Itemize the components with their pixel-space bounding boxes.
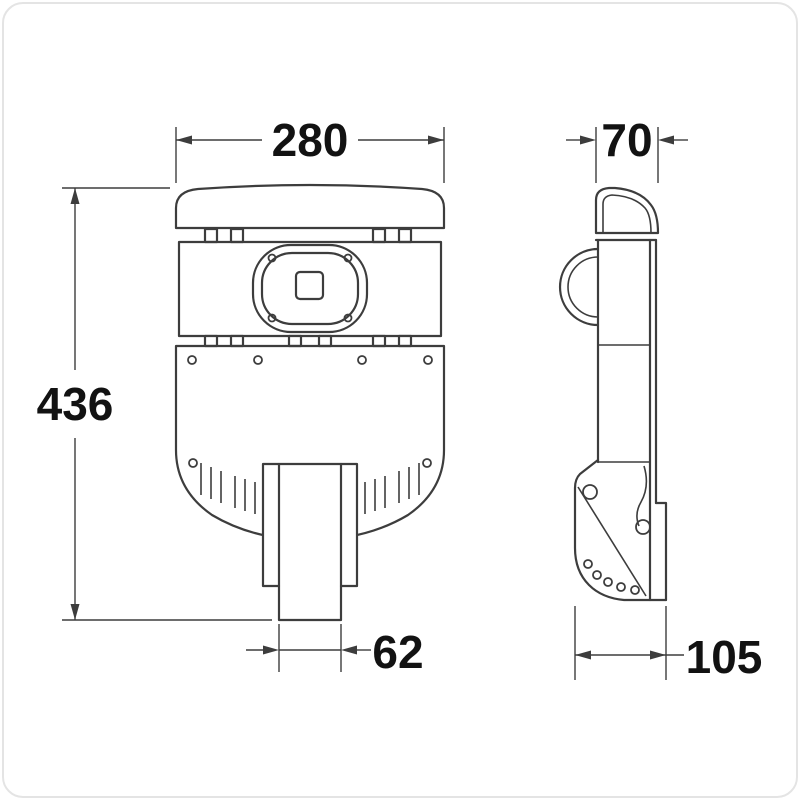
dim-label-front-width: 280 bbox=[272, 114, 349, 166]
front-view bbox=[174, 183, 446, 622]
mounting-tabs-upper bbox=[203, 227, 413, 244]
side-view bbox=[558, 186, 668, 602]
sensor-bezel bbox=[251, 243, 369, 334]
mounting-tabs-lower bbox=[203, 334, 413, 348]
driver-compartment bbox=[177, 240, 443, 338]
pole-clamp-bracket bbox=[573, 458, 668, 602]
dimension-overall-height: 436 bbox=[37, 187, 272, 621]
dimension-front-width: 280 bbox=[175, 114, 445, 183]
vent-slots-right bbox=[364, 463, 420, 514]
pole-socket bbox=[261, 462, 359, 622]
dim-label-pole-width: 62 bbox=[372, 626, 423, 678]
dim-label-overall-height: 436 bbox=[37, 378, 114, 430]
dim-label-base-depth: 105 bbox=[686, 631, 763, 683]
dimension-base-depth: 105 bbox=[574, 606, 763, 683]
dimension-side-width: 70 bbox=[566, 114, 688, 183]
dim-label-side-width: 70 bbox=[601, 114, 652, 166]
side-cap bbox=[594, 186, 660, 242]
lamp-top-cover bbox=[174, 183, 446, 230]
side-body bbox=[596, 238, 668, 602]
cable-curve bbox=[636, 465, 648, 527]
socket-outline bbox=[261, 462, 359, 588]
bezel-screws bbox=[267, 253, 353, 323]
body-screws bbox=[187, 355, 433, 468]
sensor-bezel-outer bbox=[251, 243, 369, 334]
vent-slots-left bbox=[200, 463, 256, 514]
sensor-bezel-inner bbox=[260, 251, 360, 326]
bracket-bolt-holes bbox=[582, 484, 651, 595]
pole-outline bbox=[277, 462, 343, 622]
pir-sensor-dome bbox=[558, 247, 600, 327]
dimension-pole-width: 62 bbox=[246, 624, 424, 678]
sensor-window bbox=[294, 270, 325, 301]
